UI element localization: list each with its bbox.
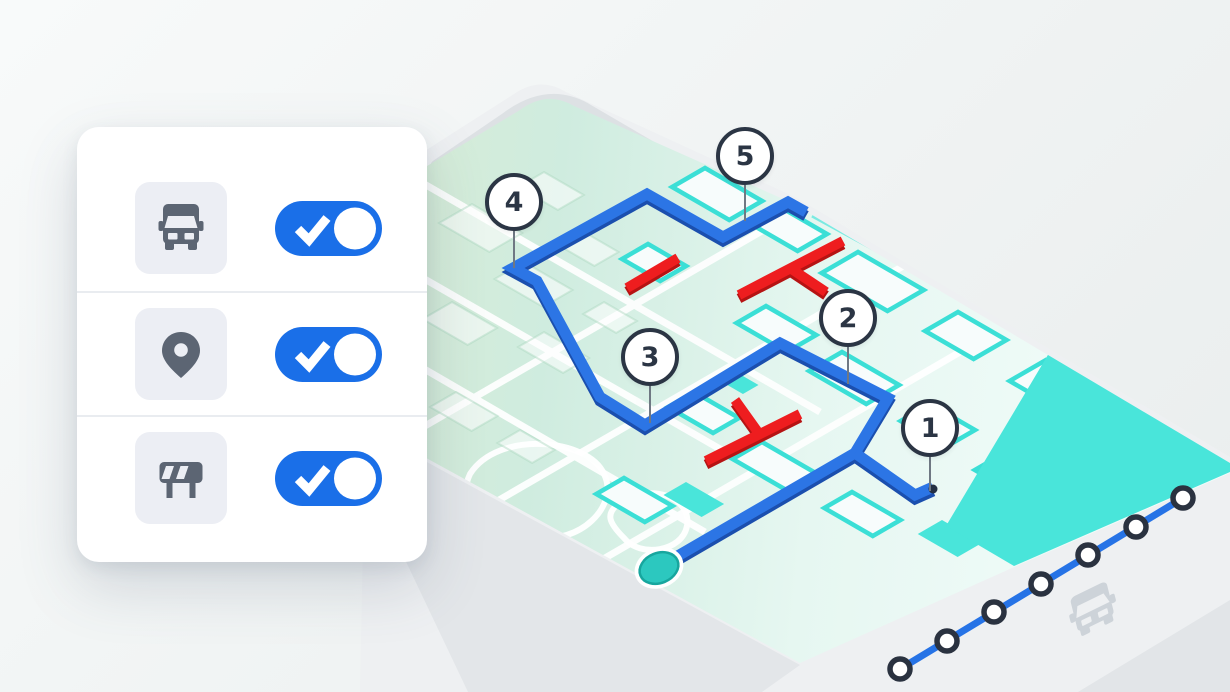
- option-row-truck: [77, 165, 427, 291]
- marker-label: 1: [920, 412, 940, 444]
- locations-toggle[interactable]: [275, 326, 382, 382]
- marker-label: 3: [640, 341, 660, 373]
- timeline-stop: [887, 656, 913, 682]
- timeline-stop: [1123, 514, 1149, 540]
- route-path: [501, 187, 936, 577]
- marker-label: 2: [838, 302, 858, 334]
- map-block: [1041, 302, 1095, 333]
- map-block: [844, 202, 888, 227]
- marker-label: 5: [735, 140, 755, 172]
- marker-stem: [929, 457, 931, 491]
- map-options-panel: [77, 127, 427, 562]
- map-marker-5[interactable]: 5: [716, 127, 774, 221]
- marker-label: 4: [504, 186, 524, 218]
- map-marker-4[interactable]: 4: [485, 173, 543, 268]
- map-block: [917, 520, 982, 557]
- map-block: [581, 300, 639, 335]
- truck-icon: [135, 182, 227, 274]
- marker-stem: [649, 386, 651, 423]
- timeline-stop: [1170, 485, 1196, 511]
- timeline-stop: [1075, 542, 1101, 568]
- map-block: [663, 482, 725, 517]
- map-block: [960, 233, 1028, 272]
- road-barrier-icon: [135, 432, 227, 524]
- device-slab-side-right: [1078, 600, 1230, 692]
- truck-toggle[interactable]: [275, 200, 382, 256]
- marker-stem: [744, 185, 746, 221]
- delivery-timeline: [887, 485, 1196, 682]
- option-row-roadblocks: [77, 415, 427, 539]
- roadblocks-toggle[interactable]: [275, 450, 382, 506]
- timeline-stop: [1028, 571, 1054, 597]
- option-row-locations: [77, 291, 427, 415]
- toggle-knob: [334, 457, 376, 499]
- marker-stem: [513, 231, 515, 268]
- blocked-segment-2: [736, 236, 846, 300]
- map-block: [872, 179, 943, 220]
- map-block: [428, 390, 500, 433]
- toggle-knob: [334, 333, 376, 375]
- map-block: [495, 428, 557, 465]
- map-marker-2[interactable]: 2: [819, 289, 877, 384]
- map-block: [819, 489, 905, 539]
- truck-watermark-icon: [1069, 582, 1116, 636]
- map-marker-3[interactable]: 3: [621, 328, 679, 423]
- map-marker-1[interactable]: 1: [901, 399, 959, 491]
- marker-stem: [847, 347, 849, 384]
- map-block: [920, 309, 1011, 362]
- location-pin-icon: [135, 308, 227, 400]
- map-block: [667, 165, 767, 223]
- device-slab-side-left: [390, 461, 800, 692]
- route-start-dot: [634, 547, 684, 589]
- map-teal-wedge: [946, 338, 1230, 566]
- map-block: [420, 300, 500, 347]
- blocked-road-segments: [624, 236, 846, 469]
- timeline-stop: [934, 628, 960, 654]
- map-block: [591, 475, 677, 525]
- blocked-segment-1: [624, 253, 681, 293]
- blocked-segment-3: [703, 397, 803, 466]
- map-block: [817, 249, 929, 314]
- toggle-knob: [334, 207, 376, 249]
- timeline-stop: [981, 599, 1007, 625]
